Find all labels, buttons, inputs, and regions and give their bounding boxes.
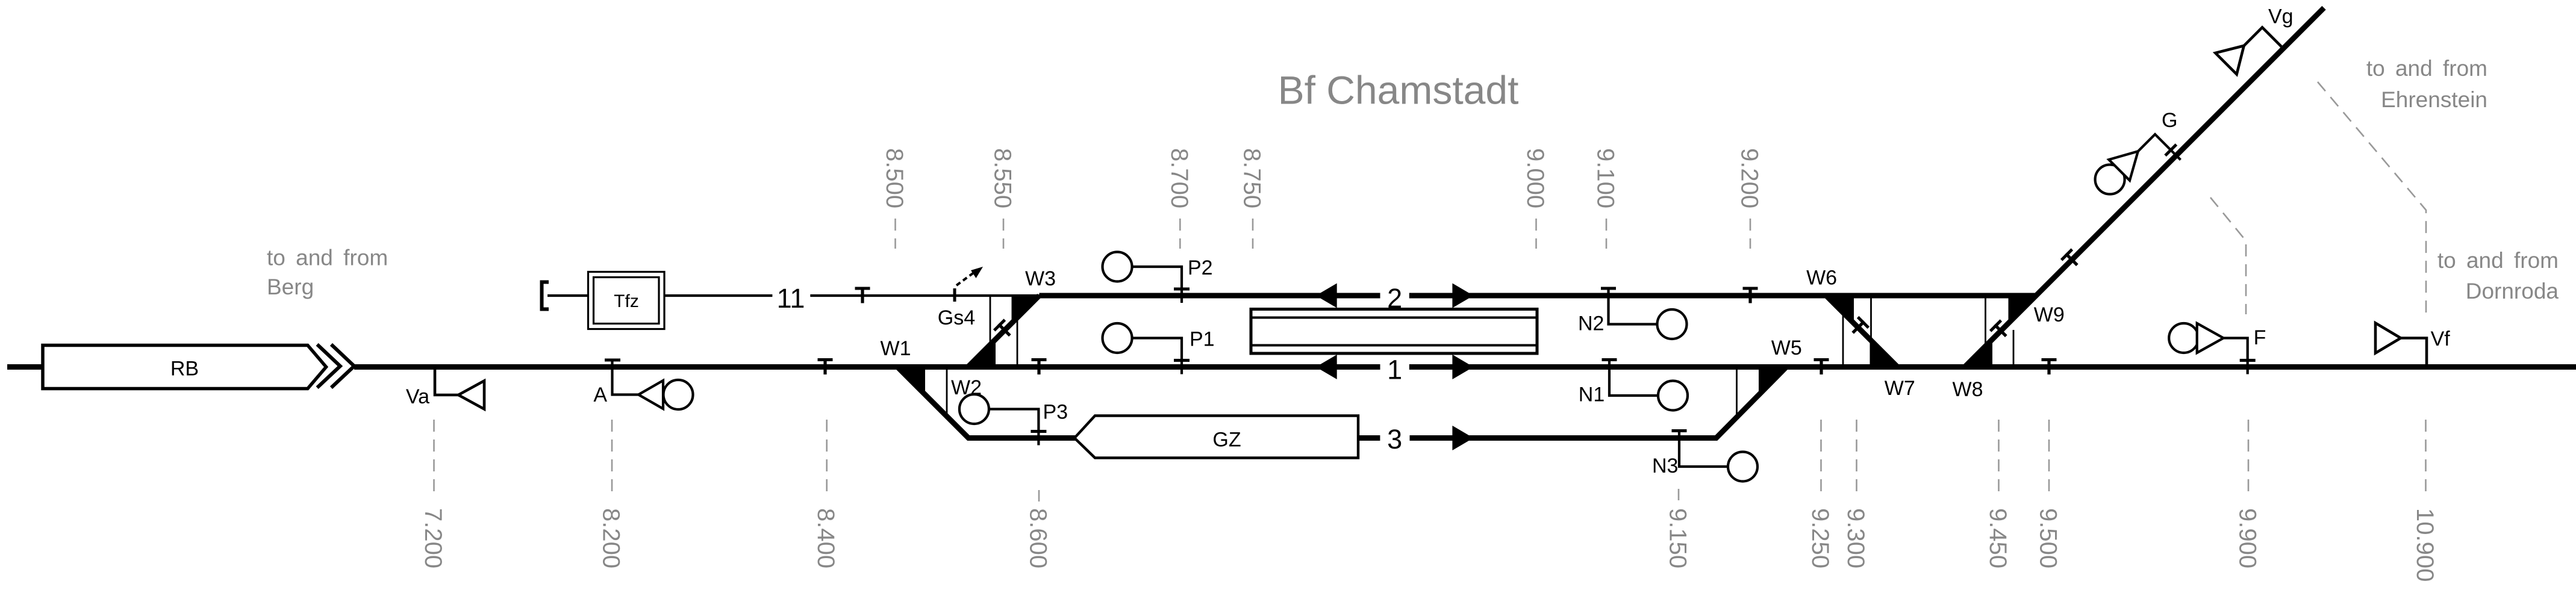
svg-text:F: F	[2254, 326, 2266, 349]
svg-text:N3: N3	[1652, 455, 1678, 477]
svg-text:8.550: 8.550	[990, 148, 1016, 208]
svg-text:W7: W7	[1885, 377, 1915, 400]
svg-text:8.700: 8.700	[1166, 148, 1193, 208]
svg-text:9.450: 9.450	[1985, 508, 2011, 568]
svg-text:2: 2	[1387, 283, 1402, 314]
svg-text:8.200: 8.200	[598, 508, 625, 568]
svg-text:RB: RB	[170, 358, 199, 380]
svg-text:9.250: 9.250	[1807, 508, 1833, 568]
svg-text:8.500: 8.500	[881, 148, 908, 208]
svg-text:9.500: 9.500	[2035, 508, 2062, 568]
svg-text:9.200: 9.200	[1736, 148, 1763, 208]
svg-text:G: G	[2162, 109, 2177, 132]
svg-text:Bf Chamstadt: Bf Chamstadt	[1278, 68, 1519, 113]
svg-text:W2: W2	[951, 376, 982, 399]
svg-text:N2: N2	[1578, 312, 1604, 335]
svg-text:P3: P3	[1043, 401, 1068, 424]
svg-text:P2: P2	[1188, 256, 1213, 279]
svg-text:Dornroda: Dornroda	[2466, 279, 2559, 303]
svg-text:9.100: 9.100	[1592, 148, 1619, 208]
svg-text:W6: W6	[1806, 267, 1837, 290]
svg-text:9.150: 9.150	[1665, 508, 1691, 568]
svg-text:W8: W8	[1953, 378, 1983, 401]
svg-text:Vf: Vf	[2431, 328, 2451, 350]
svg-text:8.600: 8.600	[1025, 508, 1052, 568]
svg-text:to and from: to and from	[267, 246, 388, 270]
svg-text:11: 11	[777, 283, 805, 314]
svg-text:Gs4: Gs4	[938, 306, 975, 329]
svg-text:10.900: 10.900	[2412, 508, 2438, 582]
svg-text:N1: N1	[1579, 384, 1605, 406]
svg-text:Vg: Vg	[2268, 5, 2294, 28]
svg-text:W9: W9	[2034, 303, 2065, 326]
svg-text:9.900: 9.900	[2235, 508, 2261, 568]
svg-text:7.200: 7.200	[420, 508, 446, 568]
svg-text:W1: W1	[881, 337, 911, 360]
svg-text:W5: W5	[1771, 337, 1802, 359]
svg-text:9.300: 9.300	[1842, 508, 1869, 568]
svg-text:Tfz: Tfz	[614, 291, 639, 311]
svg-text:A: A	[593, 384, 607, 406]
svg-text:8.400: 8.400	[812, 508, 839, 568]
svg-text:P1: P1	[1190, 328, 1215, 351]
svg-text:9.000: 9.000	[1522, 148, 1548, 208]
svg-text:1: 1	[1387, 355, 1402, 385]
svg-text:Va: Va	[406, 385, 429, 408]
svg-text:3: 3	[1387, 424, 1402, 455]
svg-text:Berg: Berg	[267, 275, 314, 299]
svg-text:to and from: to and from	[2366, 56, 2487, 81]
svg-text:Ehrenstein: Ehrenstein	[2381, 87, 2487, 112]
svg-text:to and from: to and from	[2437, 248, 2559, 273]
svg-text:W3: W3	[1025, 267, 1056, 290]
svg-text:8.750: 8.750	[1239, 148, 1265, 208]
svg-text:GZ: GZ	[1212, 429, 1241, 452]
